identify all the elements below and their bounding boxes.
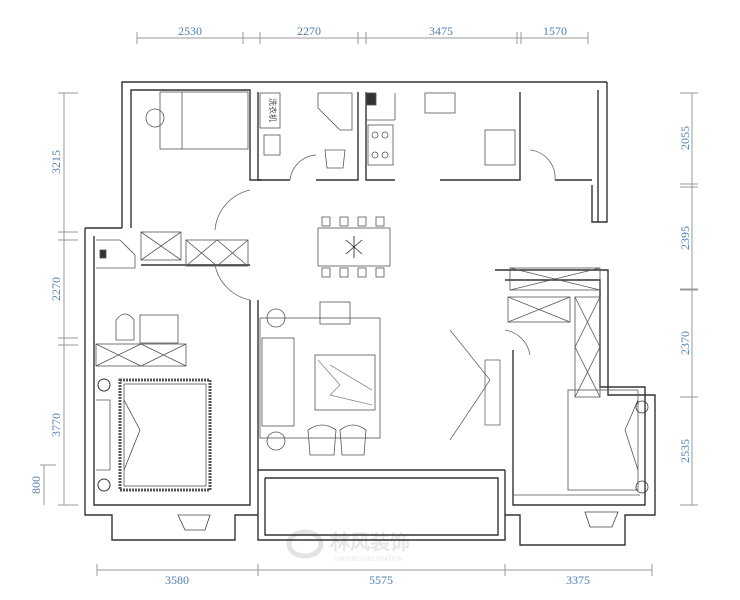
dim-right-2: 2395 bbox=[678, 226, 692, 250]
left-bathroom bbox=[96, 239, 179, 344]
dim-top-3: 3475 bbox=[429, 24, 453, 38]
dim-top-2: 2270 bbox=[297, 24, 321, 38]
dim-right-1: 2055 bbox=[678, 126, 692, 150]
dim-left-2: 2270 bbox=[49, 277, 63, 301]
dining-table bbox=[317, 216, 391, 278]
living-room-furniture bbox=[259, 301, 381, 456]
balcony-plants bbox=[177, 511, 619, 531]
dim-left-4: 800 bbox=[29, 476, 43, 494]
dim-right-4: 2535 bbox=[678, 439, 692, 463]
watermark-logo: 林风装饰 LINFENG DECORATION bbox=[286, 529, 410, 563]
left-bedroom-bed bbox=[96, 378, 212, 492]
watermark-brand: 林风装饰 bbox=[330, 530, 410, 554]
dim-bottom-2: 5575 bbox=[369, 573, 393, 587]
dim-bottom-3: 3375 bbox=[566, 573, 590, 587]
walls bbox=[84, 81, 656, 546]
dim-left-1: 3215 bbox=[49, 150, 63, 174]
dim-top-4: 1570 bbox=[543, 24, 567, 38]
dim-right-3: 2370 bbox=[678, 331, 692, 355]
right-bedroom-bed bbox=[513, 389, 649, 496]
dim-bottom-1: 3580 bbox=[165, 573, 189, 587]
bedroom-top-bed bbox=[145, 91, 249, 150]
dim-left-3: 3770 bbox=[49, 413, 63, 437]
dimension-lines bbox=[40, 32, 698, 576]
wardrobes bbox=[95, 231, 601, 398]
dim-top-1: 2530 bbox=[178, 24, 202, 38]
top-service-area bbox=[259, 92, 516, 169]
doors bbox=[214, 149, 556, 441]
watermark-sub: LINFENG DECORATION bbox=[335, 556, 402, 563]
washing-machine-label: 洗衣机 bbox=[268, 98, 278, 122]
